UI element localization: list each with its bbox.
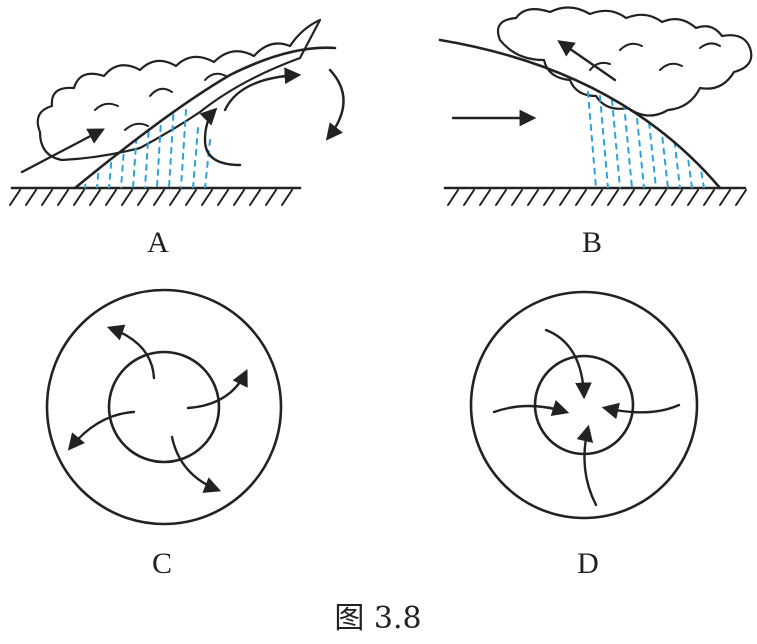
panel-a: A [9,18,345,259]
front-surface-b [438,38,722,190]
label-a: A [147,226,169,259]
panel-c: C [45,288,283,580]
ground-b [443,186,747,206]
inner-circle-d [533,354,635,456]
outer-circle-d [469,290,699,520]
inner-circle-c [107,350,221,464]
inflow-arrow-d-4 [492,399,570,416]
outflow-arrow-c-2 [186,368,248,410]
descending-arrow [325,68,345,141]
cloud-a [36,18,322,162]
label-b: B [582,226,602,259]
panel-d: D [469,290,699,580]
rising-warm-air-arrow-b [557,40,617,82]
label-d: D [577,547,599,580]
inflow-arrow-d-3 [576,424,598,507]
cold-air-wedge-arrow [199,107,242,167]
upper-flow-arrow [223,67,302,112]
outflow-arrow-c-1 [106,324,156,380]
cloud-b [496,6,753,117]
outflow-arrow-c-3 [170,435,222,493]
front-surface-a [73,46,337,190]
rising-warm-air-arrow [20,128,105,174]
outer-circle-c [45,288,283,526]
inflow-arrow-d-1 [544,328,592,400]
figure-caption: 图 3.8 [334,601,421,636]
outflow-arrow-c-4 [67,410,136,451]
label-c: C [152,547,172,580]
inflow-arrow-d-2 [601,402,681,420]
panel-b: B [438,6,753,259]
ground-a [9,186,302,206]
